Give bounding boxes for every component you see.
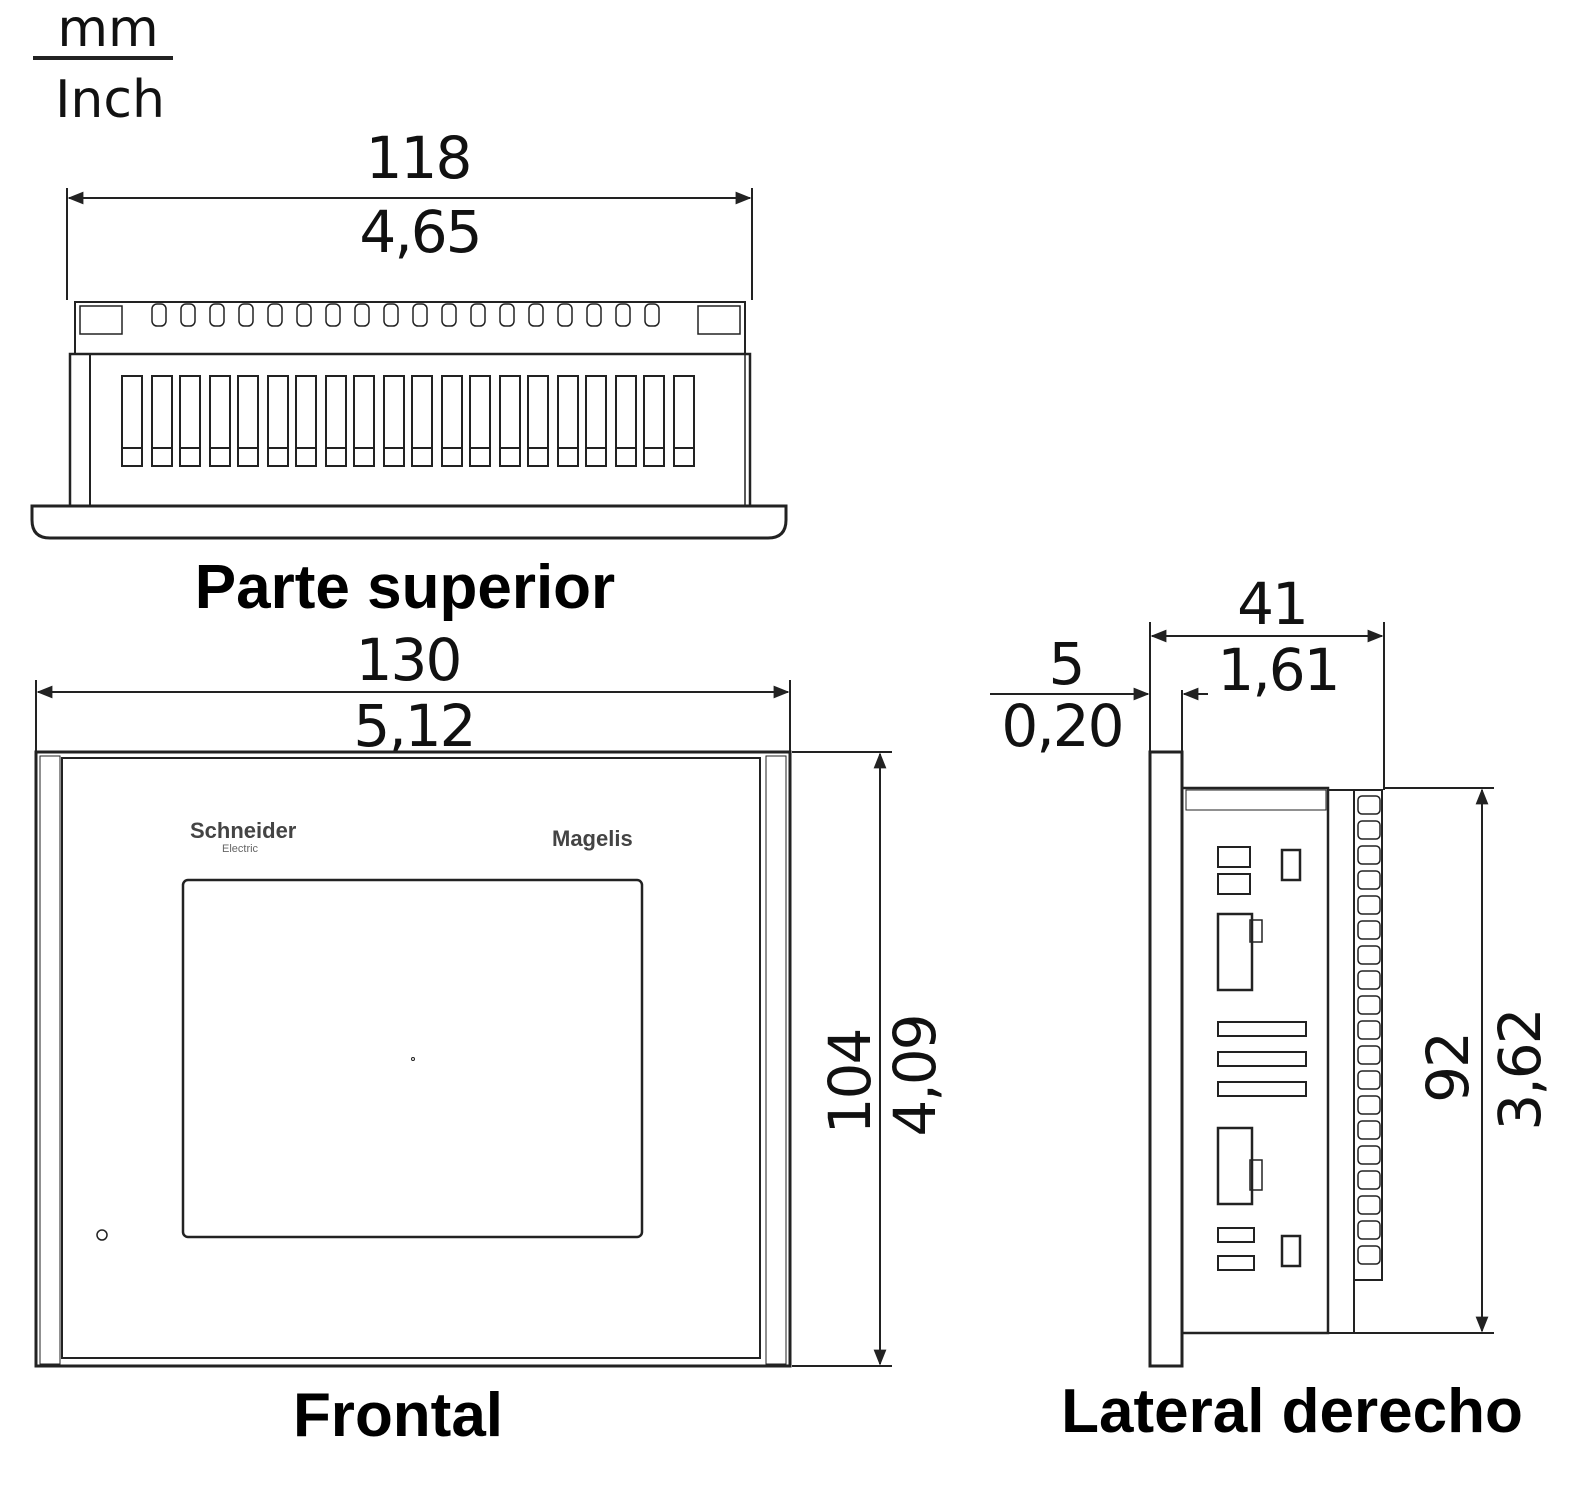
front-view-title: Frontal: [293, 1381, 503, 1450]
top-terminal-slot: [615, 375, 637, 467]
side-terminal: [1357, 1170, 1381, 1190]
side-terminal: [1357, 820, 1381, 840]
side-height-mm: 92: [1414, 1033, 1482, 1103]
front-view: 130 5,12 Schneider Electric Magelis 104 …: [34, 626, 949, 1450]
top-terminal-slot: [353, 375, 375, 467]
top-view: 118 4,65 Parte superior: [30, 124, 788, 622]
top-vent-bump: [383, 303, 399, 327]
top-vent-bump: [180, 303, 196, 327]
front-height-inch: 4,09: [881, 1015, 949, 1136]
top-front-bezel: [30, 504, 788, 540]
top-terminal-slot: [325, 375, 347, 467]
top-vent-bump: [615, 303, 631, 327]
top-view-title: Parte superior: [195, 553, 615, 622]
front-width-inch: 5,12: [353, 692, 474, 760]
top-terminal-slot: [151, 375, 173, 467]
side-terminal: [1357, 1145, 1381, 1165]
side-terminal: [1357, 995, 1381, 1015]
top-terminal-slot: [673, 375, 695, 467]
side-height-inch: 3,62: [1486, 1009, 1554, 1130]
side-usb-port: [1216, 912, 1254, 992]
top-terminal-slot: [527, 375, 549, 467]
side-serial-port: [1216, 1126, 1254, 1206]
top-vent-bump: [528, 303, 544, 327]
front-bezel: [34, 750, 792, 1368]
side-terminal: [1357, 1095, 1381, 1115]
side-terminal: [1357, 920, 1381, 940]
side-terminal: [1357, 1220, 1381, 1240]
top-terminal-slot: [267, 375, 289, 467]
side-view-title: Lateral derecho: [1061, 1377, 1523, 1446]
unit-legend: mm Inch: [33, 0, 173, 130]
side-terminal: [1357, 870, 1381, 890]
side-terminal: [1357, 1020, 1381, 1040]
side-terminal: [1357, 970, 1381, 990]
top-terminal-slot: [295, 375, 317, 467]
front-touchscreen: [181, 878, 644, 1239]
side-bezel: [1148, 750, 1184, 1368]
top-vent-bump: [470, 303, 486, 327]
top-terminal-slot: [237, 375, 259, 467]
top-terminal-slot: [585, 375, 607, 467]
top-vent-bump: [354, 303, 370, 327]
top-terminal-slot: [557, 375, 579, 467]
front-brand-right: Magelis: [552, 826, 633, 851]
top-terminal-slot: [499, 375, 521, 467]
unit-inch: Inch: [55, 70, 165, 130]
top-terminal-slot: [643, 375, 665, 467]
top-vent-bump: [586, 303, 602, 327]
top-terminal-slot: [383, 375, 405, 467]
top-terminal-slot: [441, 375, 463, 467]
top-vent-bump: [441, 303, 457, 327]
top-vent-bump: [238, 303, 254, 327]
top-vent-bump: [209, 303, 225, 327]
side-depth-inch: 1,61: [1217, 636, 1338, 704]
side-depth-mm: 41: [1237, 570, 1307, 638]
top-vent-bump: [557, 303, 573, 327]
top-terminal-slot: [411, 375, 433, 467]
side-terminal: [1357, 895, 1381, 915]
side-terminal: [1357, 1245, 1381, 1265]
top-vent-bump: [325, 303, 341, 327]
side-terminal: [1357, 845, 1381, 865]
side-terminal: [1357, 1045, 1381, 1065]
front-brand-left: Schneider: [190, 818, 297, 843]
top-vent-bump: [499, 303, 515, 327]
top-vent-bump: [267, 303, 283, 327]
top-terminal-slot: [209, 375, 231, 467]
top-terminal-slot: [469, 375, 491, 467]
side-bezel-inch: 0,20: [1001, 692, 1122, 760]
side-view: 41 1,61 5 0,20 92 3,62 Lateral derecho: [990, 570, 1554, 1446]
top-vent-bump: [644, 303, 660, 327]
front-brand-left-sub: Electric: [222, 843, 259, 855]
side-terminal: [1357, 1070, 1381, 1090]
unit-mm: mm: [57, 0, 158, 59]
side-terminal: [1357, 945, 1381, 965]
side-terminal: [1357, 1120, 1381, 1140]
front-status-led: [96, 1229, 108, 1241]
top-width-inch: 4,65: [359, 198, 480, 266]
top-vent-bump: [412, 303, 428, 327]
top-terminal-slot: [179, 375, 201, 467]
top-vent-bump: [296, 303, 312, 327]
top-terminal-slot: [121, 375, 143, 467]
top-width-mm: 118: [366, 124, 471, 192]
side-bezel-mm: 5: [1049, 630, 1084, 698]
side-terminal: [1357, 795, 1381, 815]
top-vent-bump: [151, 303, 167, 327]
front-width-mm: 130: [356, 626, 461, 694]
front-height-mm: 104: [816, 1030, 884, 1135]
side-terminal: [1357, 1195, 1381, 1215]
